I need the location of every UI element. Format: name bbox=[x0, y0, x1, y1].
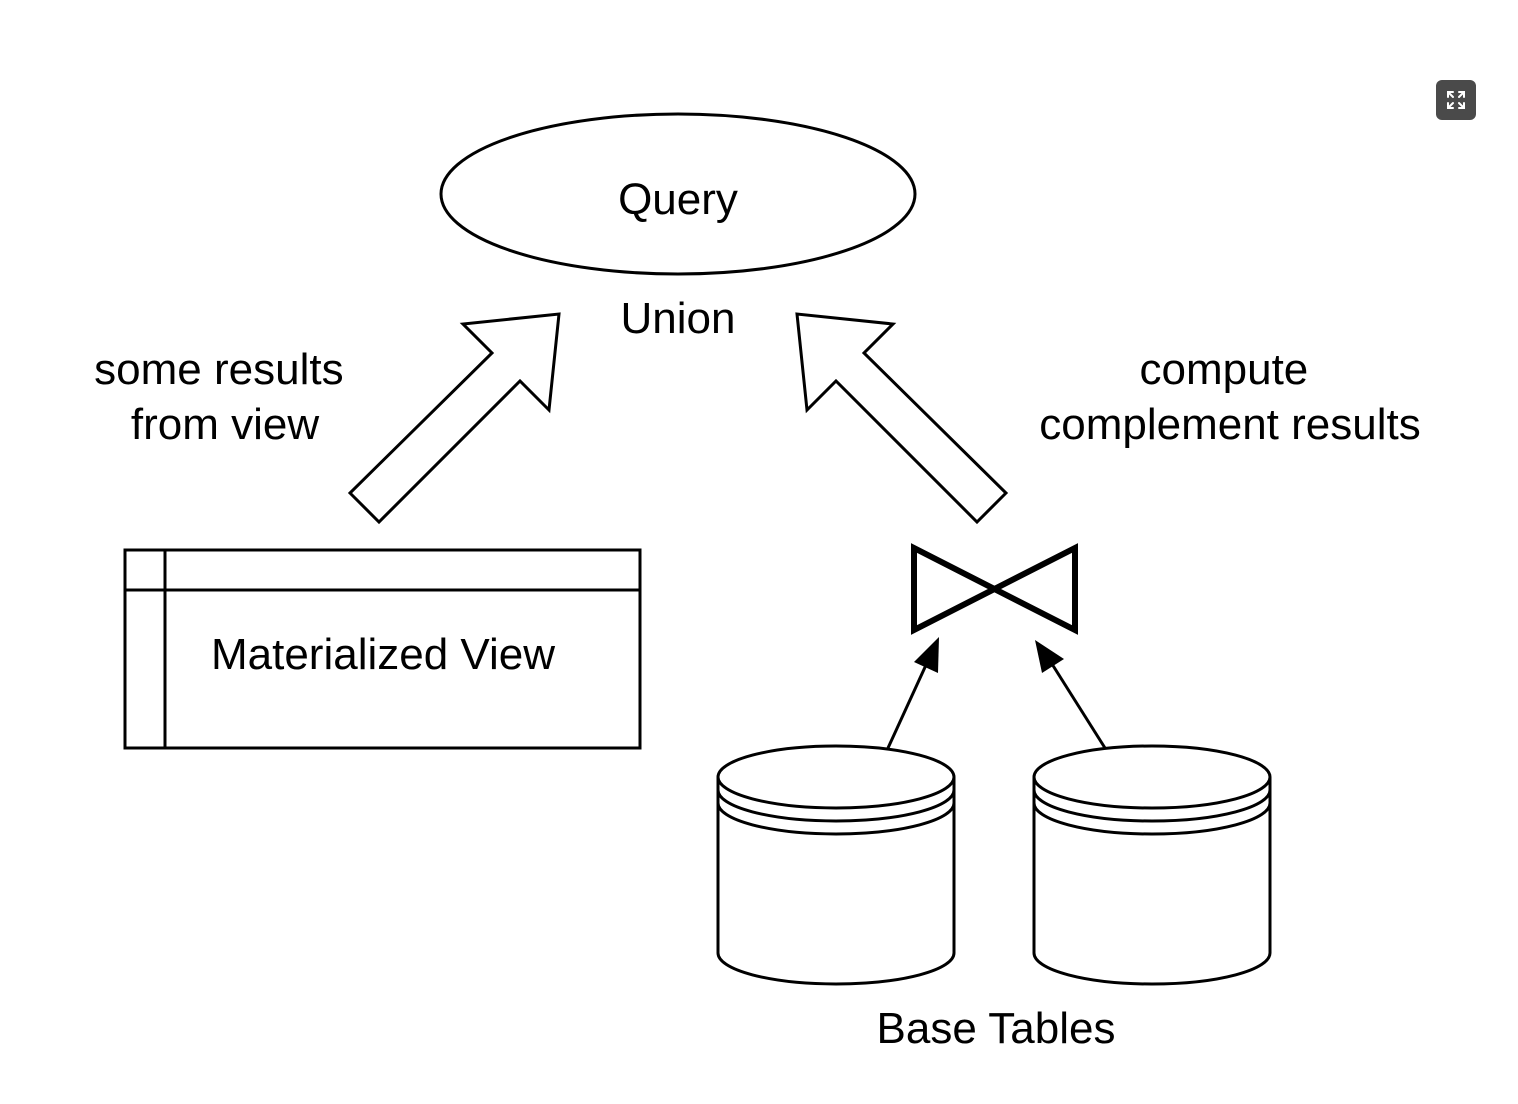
expand-button[interactable] bbox=[1436, 80, 1476, 120]
view-to-union-arrow bbox=[347, 312, 561, 525]
materialized-view-table bbox=[123, 548, 642, 750]
join-icon bbox=[911, 543, 1078, 635]
expand-icon bbox=[1447, 91, 1465, 109]
union-label: Union bbox=[621, 294, 736, 343]
join-to-union-arrow bbox=[795, 312, 1009, 525]
right-caption: compute complement results bbox=[1039, 345, 1420, 449]
left-caption: some results from view bbox=[94, 345, 356, 449]
base-tables-label: Base Tables bbox=[877, 1004, 1116, 1053]
right-caption-line-1: compute bbox=[1140, 345, 1309, 394]
left-caption-line-2: from view bbox=[131, 400, 319, 449]
query-node bbox=[439, 112, 917, 276]
query-label: Query bbox=[618, 175, 738, 224]
left-arrowhead bbox=[914, 637, 939, 673]
base-table-2-icon bbox=[1032, 744, 1272, 986]
right-arrowhead bbox=[1035, 640, 1064, 673]
right-caption-line-2: complement results bbox=[1039, 400, 1420, 449]
left-table-to-join-arrow bbox=[886, 664, 928, 749]
right-table-to-join-arrow bbox=[1050, 663, 1107, 749]
materialized-view-label: Materialized View bbox=[211, 630, 555, 679]
left-caption-line-1: some results bbox=[94, 345, 343, 394]
base-table-1-icon bbox=[716, 744, 956, 986]
